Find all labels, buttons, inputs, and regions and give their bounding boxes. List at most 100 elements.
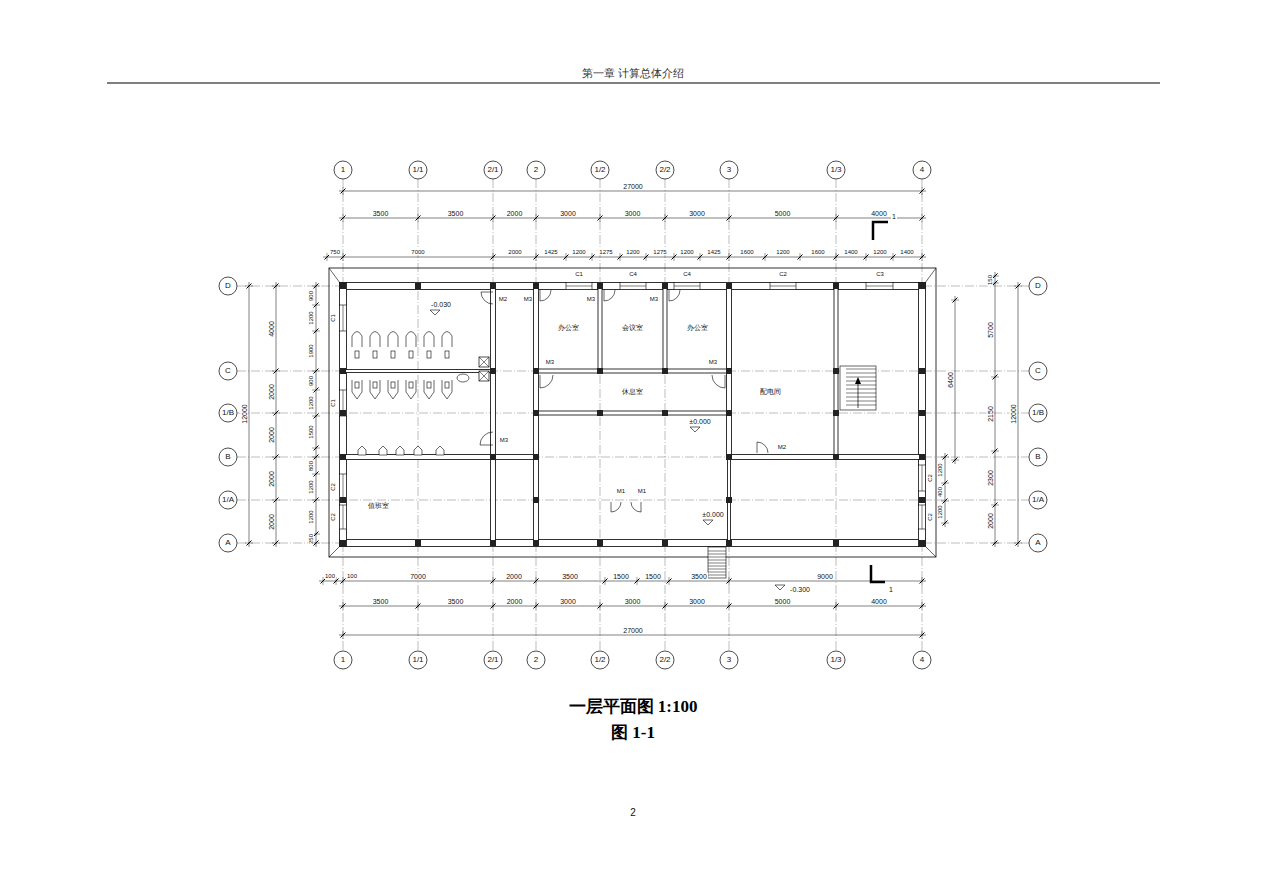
axis-label: 3 (726, 656, 732, 664)
dimension: 2300 (987, 469, 994, 487)
column (597, 540, 603, 546)
axis-bubble (1029, 362, 1047, 380)
axis-label: 1/B (221, 409, 235, 417)
column (340, 410, 346, 416)
step-edge (708, 560, 726, 561)
axis-label: 1/3 (829, 656, 842, 664)
axis-bubble (527, 161, 545, 179)
window-tag: C2 (927, 512, 933, 522)
axis-label: 1/B (1031, 409, 1045, 417)
axis-bubble (1029, 277, 1047, 295)
wall (340, 540, 926, 547)
axis-label: 1/3 (829, 166, 842, 174)
column (726, 540, 732, 546)
axis-bubble (913, 651, 931, 669)
stair-tread (846, 393, 876, 394)
wall (727, 455, 925, 460)
wall (834, 284, 838, 459)
dimension: 1400 (899, 249, 914, 255)
extension-line (272, 371, 280, 372)
window-tag: C1 (574, 271, 584, 277)
axis-bubble (219, 404, 237, 422)
extension-line (343, 577, 344, 585)
axis-label: D (1034, 282, 1042, 290)
dimension: 1200 (308, 310, 314, 325)
step-edge (708, 572, 726, 573)
dimension: 1500 (644, 573, 662, 580)
dimension: 1425 (543, 249, 558, 255)
shaft-cross (479, 371, 489, 381)
step-edge (708, 557, 726, 558)
dimension: 7000 (410, 249, 425, 255)
window-tag: C2 (330, 482, 336, 492)
axis-label: 1 (340, 656, 346, 664)
axis-label: 4 (919, 656, 925, 664)
extension-line (327, 253, 328, 261)
door-tag: M3 (545, 359, 555, 365)
window (340, 390, 347, 416)
extension-line (600, 214, 601, 222)
toilet-stall (352, 332, 362, 348)
axis-bubble (334, 161, 352, 179)
dimension: 5000 (774, 210, 792, 217)
window-glass (343, 505, 344, 529)
step-edge (708, 569, 726, 570)
step-edge (708, 566, 726, 567)
stair-arrow (858, 380, 859, 408)
door-swing (540, 290, 551, 301)
dimension: 750 (329, 249, 341, 255)
extension-line (665, 602, 666, 610)
dimension: 3000 (559, 598, 577, 605)
column (919, 497, 925, 503)
door-tag: M3 (499, 437, 509, 443)
dimension: 2000 (268, 383, 275, 401)
extension-line (991, 377, 999, 378)
extension-line (245, 543, 253, 544)
elevation: ±0.000 (688, 418, 711, 425)
axis-bubble (591, 161, 609, 179)
extension-line (272, 543, 280, 544)
room-name: 配电间 (760, 389, 781, 396)
extension-line (922, 253, 923, 261)
dimension: 27000 (622, 183, 643, 190)
dimension: 400 (937, 486, 943, 498)
door-tag: M3 (649, 296, 659, 302)
dimension-line (1018, 282, 1019, 547)
door-tag: M3 (586, 296, 596, 302)
axis-label: 2 (533, 656, 539, 664)
stair-tread (846, 369, 876, 370)
extension-line (536, 602, 537, 610)
column (919, 283, 925, 289)
window (919, 465, 926, 491)
dimension: 3500 (447, 598, 465, 605)
toilet-stall (442, 380, 452, 399)
dimension: 2000 (505, 573, 523, 580)
column (490, 540, 496, 546)
dimension: 1200 (679, 249, 694, 255)
dimension: 3000 (624, 210, 642, 217)
window (566, 283, 592, 290)
column (833, 368, 839, 374)
dimension: 2000 (987, 512, 994, 530)
extension-line (493, 253, 494, 261)
extension-line (272, 413, 280, 414)
window-glass (566, 286, 592, 287)
extension-line (272, 500, 280, 501)
axis-bubble (1029, 491, 1047, 509)
extension-line (272, 286, 280, 287)
window-glass (343, 474, 344, 500)
elevation-mark (690, 427, 700, 432)
shaft (479, 357, 489, 367)
column (726, 454, 732, 460)
column (726, 497, 732, 503)
urinal (391, 351, 395, 358)
window (674, 283, 700, 290)
elevation-mark (430, 310, 440, 315)
axis-bubble (720, 161, 738, 179)
extension-line (836, 214, 837, 222)
dimension: 3500 (561, 573, 579, 580)
toilet-stall (370, 332, 380, 348)
column (490, 454, 496, 460)
column (533, 454, 539, 460)
window-glass (922, 505, 923, 529)
